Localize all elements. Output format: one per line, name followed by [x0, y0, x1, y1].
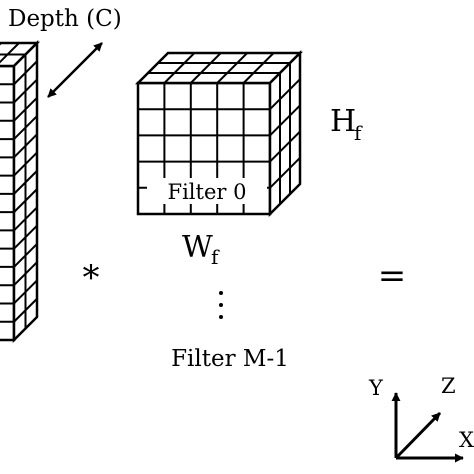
filter-width-label: W: [182, 230, 213, 265]
axis-y-label: Y: [368, 376, 384, 400]
filter-grid-line: [190, 52, 222, 84]
axis-x-label: X: [459, 428, 474, 452]
filter-first-label-bg: [147, 178, 267, 204]
filter-height-label: H: [330, 104, 356, 139]
axis-z-label: Z: [441, 374, 456, 398]
filter-first-label: Filter 0: [168, 180, 247, 204]
input-volume: [0, 39, 41, 344]
filter-height-subscript: f: [354, 121, 363, 145]
vertical-ellipsis-text: ⋮: [0, 0, 1, 1]
equals-operator: =: [378, 256, 407, 296]
filter-grid-line: [269, 157, 301, 189]
filter-grid-line: [269, 104, 301, 137]
depth-label: Depth (C): [8, 6, 122, 32]
filter-grid-line: [269, 78, 301, 110]
filter-side-face: [268, 49, 302, 218]
filter-width-subscript: f: [211, 245, 220, 269]
filter-grid-line: [216, 52, 248, 84]
coordinate-axes: [391, 392, 464, 463]
convolution-operator: *: [83, 258, 100, 298]
depth-arrow: [47, 42, 103, 98]
filter-grid-line: [242, 52, 275, 84]
filter-grid-line: [269, 130, 301, 163]
filter-grid-line: [163, 52, 196, 84]
vertical-ellipsis: [219, 291, 223, 319]
filter-last-label: Filter M-1: [171, 346, 289, 372]
input-front-face: [0, 64, 16, 342]
z-axis-arrow: [394, 411, 442, 460]
